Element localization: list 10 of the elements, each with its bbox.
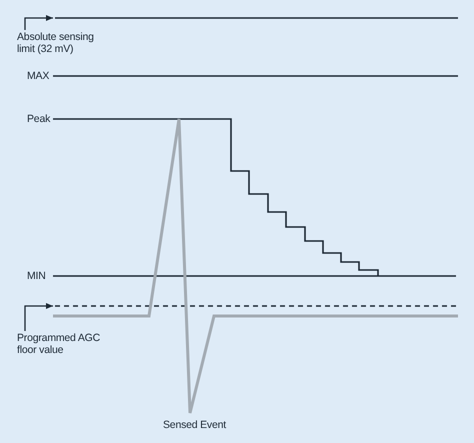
peak-label: Peak bbox=[27, 113, 50, 125]
leader-arrow bbox=[24, 303, 53, 331]
event-label: Sensed Event bbox=[163, 419, 226, 431]
floor-dashed-line bbox=[55, 305, 458, 307]
leader-arrow bbox=[24, 15, 53, 30]
limit-line bbox=[55, 17, 458, 19]
max-label: MAX bbox=[27, 70, 50, 82]
min-label: MIN bbox=[27, 270, 46, 282]
limit-label: Absolute sensing limit (32 mV) bbox=[17, 31, 109, 55]
floor-label: Programmed AGC floor value bbox=[17, 332, 115, 356]
